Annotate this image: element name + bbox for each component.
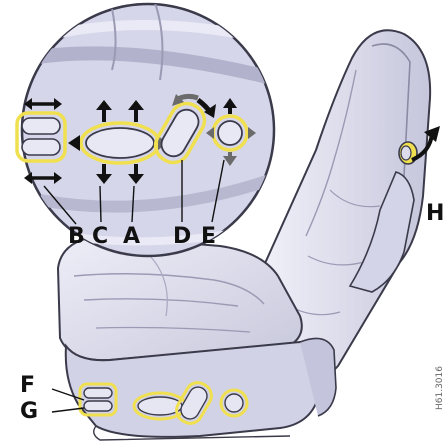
label-h: H (426, 201, 444, 226)
label-f: F (20, 373, 35, 398)
label-a: A (123, 224, 140, 249)
label-b: B (68, 224, 85, 249)
label-e: E (201, 224, 216, 249)
seat-cushion (58, 236, 302, 360)
label-c: C (92, 224, 108, 249)
figure-code: H61.3016 (435, 366, 445, 410)
label-d: D (173, 224, 191, 249)
label-g: G (20, 399, 38, 424)
magnified-controls-view (17, 0, 280, 256)
